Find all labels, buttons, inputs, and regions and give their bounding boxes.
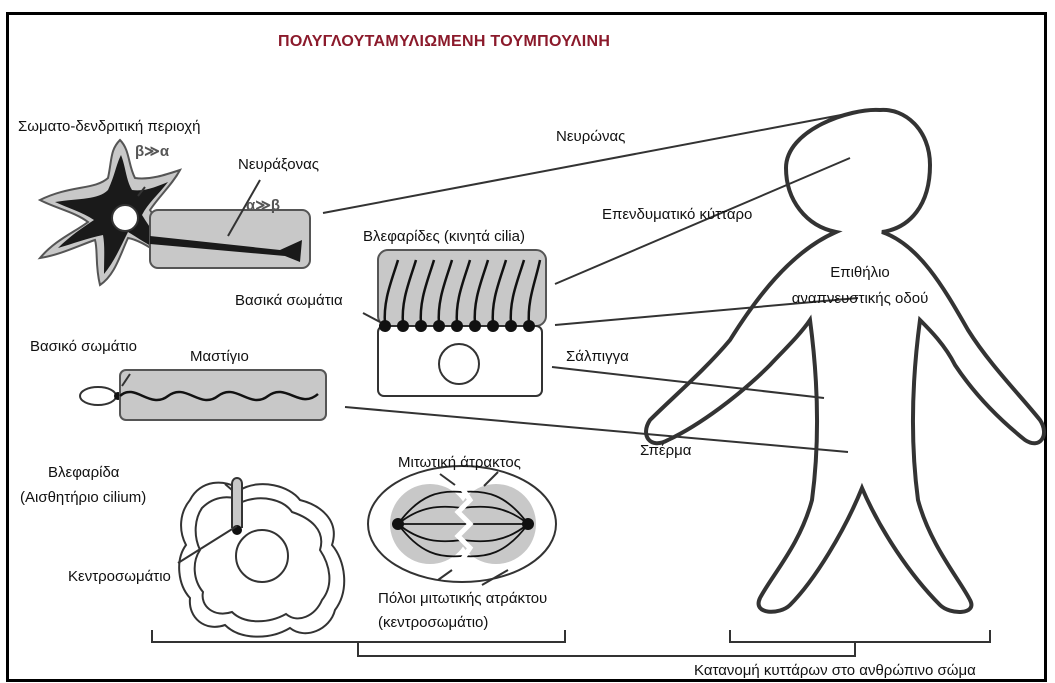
basal-bodies: [379, 320, 535, 332]
cell-nucleus: [236, 530, 288, 582]
human-body-outline: [646, 110, 1044, 612]
label-distribution: Κατανομή κυττάρων στο ανθρώπινο σώμα: [694, 662, 976, 680]
sperm-head: [80, 387, 116, 405]
label-neuron: Νευρώνας: [556, 128, 625, 146]
label-axon: Νευράξονας: [238, 156, 319, 174]
flagellum-sheath: [120, 370, 326, 420]
label-primary-cilium-line1: Βλεφαρίδα: [48, 464, 119, 482]
spindle-pole-left: [392, 518, 404, 530]
label-somatodendritic: Σωματο-δενδριτική περιοχή: [18, 118, 200, 136]
label-airway-line2: αναπνευστικής οδού: [760, 290, 960, 308]
label-primary-cilium-line2: (Αισθητήριο cilium): [20, 489, 146, 507]
label-airway-line1: Επιθήλιο: [780, 264, 940, 282]
label-fallopian: Σάλπιγγα: [566, 348, 629, 366]
bracket-cells: [152, 630, 565, 642]
label-spindle-poles-line1: Πόλοι μιτωτικής ατράκτου: [378, 590, 547, 608]
sperm-illustration: [80, 370, 326, 420]
label-motile-cilia: Βλεφαρίδες (κινητά cilia): [363, 228, 525, 246]
label-mitotic-spindle: Μιτωτική άτρακτος: [398, 454, 521, 472]
mitotic-spindle-illustration: [368, 466, 556, 582]
bracket-body: [730, 630, 990, 642]
label-flagellum: Μαστίγιο: [190, 348, 249, 366]
neuron-nucleus: [112, 205, 138, 231]
label-ratio-soma: β≫α: [135, 142, 169, 160]
primary-cilium: [232, 478, 242, 528]
primary-cilium-cell: [179, 478, 344, 637]
ciliated-cell-nucleus: [439, 344, 479, 384]
label-basal-body: Βασικό σωμάτιο: [30, 338, 137, 356]
label-centrosome: Κεντροσωμάτιο: [68, 568, 171, 586]
bracket-join: [358, 642, 855, 656]
figure-title: ΠΟΛΥΓΛΟΥΤΑΜΥΛΙΩΜΕΝΗ ΤΟΥΜΠΟΥΛΙΝΗ: [278, 33, 610, 51]
spindle-pole-right: [522, 518, 534, 530]
ciliated-cell-illustration: [378, 250, 546, 396]
label-ependymal: Επενδυματικό κύτταρο: [602, 206, 752, 224]
label-sperm: Σπέρμα: [640, 442, 691, 460]
label-spindle-poles-line2: (κεντροσωμάτιο): [378, 614, 488, 632]
label-basal-bodies: Βασικά σωμάτια: [235, 292, 343, 310]
label-ratio-axon: α≫β: [246, 196, 280, 214]
